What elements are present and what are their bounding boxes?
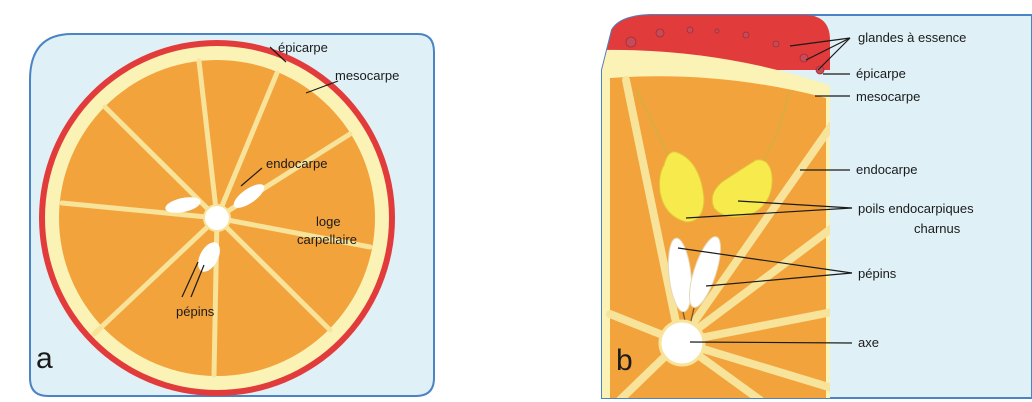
panel-b: glandes à essence épicarpe mesocarpe end… <box>600 10 1032 400</box>
label-a-loge: loge <box>316 214 341 229</box>
label-b-charnus: charnus <box>914 221 961 236</box>
label-b-poils: poils endocarpiques <box>858 201 974 216</box>
label-a-epicarpe: épicarpe <box>278 40 328 55</box>
label-b-axe: axe <box>858 335 879 350</box>
panel-a-letter: a <box>36 342 53 375</box>
label-a-mesocarpe: mesocarpe <box>335 68 399 83</box>
label-b-endocarpe: endocarpe <box>856 162 917 177</box>
label-b-mesocarpe: mesocarpe <box>856 89 920 104</box>
axis-a <box>204 205 230 231</box>
label-a-endocarpe: endocarpe <box>266 156 327 171</box>
label-b-glandes: glandes à essence <box>858 30 966 45</box>
label-a-carpellaire: carpellaire <box>297 232 357 247</box>
panel-b-letter: b <box>616 344 633 377</box>
axis-b <box>660 321 704 365</box>
label-b-pepins: pépins <box>858 266 897 281</box>
label-b-epicarpe: épicarpe <box>856 66 906 81</box>
panel-a: épicarpe mesocarpe endocarpe loge carpel… <box>30 34 434 396</box>
label-a-pepins: pépins <box>176 304 215 319</box>
